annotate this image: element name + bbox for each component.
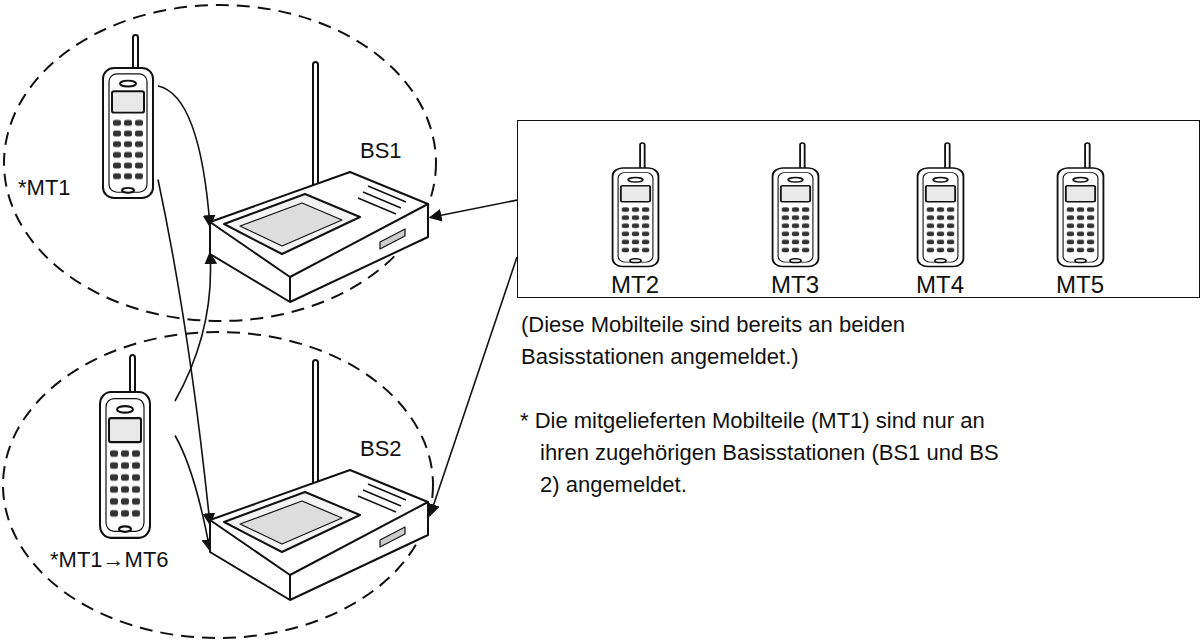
registration-arrow — [158, 86, 210, 227]
base-station: BS2 — [210, 470, 430, 600]
handset-icon — [913, 143, 968, 268]
device-label: *MT1→MT6 — [50, 547, 169, 573]
handset-icon — [608, 143, 663, 268]
caption: (Diese Mobilteile sind bereits an beiden… — [521, 309, 991, 373]
footnote: * Die mitgelieferten Mobilteile (MT1) si… — [520, 405, 1010, 501]
handset-icon — [1053, 143, 1108, 268]
base-station-icon — [210, 57, 430, 302]
device-label: *MT1 — [18, 175, 71, 201]
coverage-area — [4, 5, 436, 321]
base-station-icon — [210, 355, 430, 600]
handset: *MT1→MT6 — [50, 355, 175, 585]
registration-arrow — [175, 436, 210, 551]
handset: MT2 — [601, 143, 671, 299]
handset-group-box: (Diese Mobilteile sind bereits an beiden… — [517, 120, 1200, 298]
registration-arrow — [430, 200, 517, 217]
device-label: BS1 — [360, 138, 402, 164]
handset: MT5 — [1046, 143, 1116, 299]
handset: MT3 — [761, 143, 831, 299]
coverage-area — [3, 332, 433, 638]
registration-arrow — [430, 257, 517, 515]
handset: *MT1 — [18, 35, 158, 205]
handset-icon — [768, 143, 823, 268]
base-station: BS1 — [210, 172, 430, 302]
handset-icon — [98, 35, 158, 200]
device-label: MT3 — [771, 271, 819, 300]
device-label: MT4 — [916, 271, 964, 300]
handset-icon — [95, 355, 155, 540]
device-label: MT2 — [611, 271, 659, 300]
registration-arrow — [158, 180, 210, 525]
device-label: MT5 — [1056, 271, 1104, 300]
device-label: BS2 — [360, 436, 402, 462]
handset: MT4 — [906, 143, 976, 299]
registration-arrow — [175, 253, 211, 401]
